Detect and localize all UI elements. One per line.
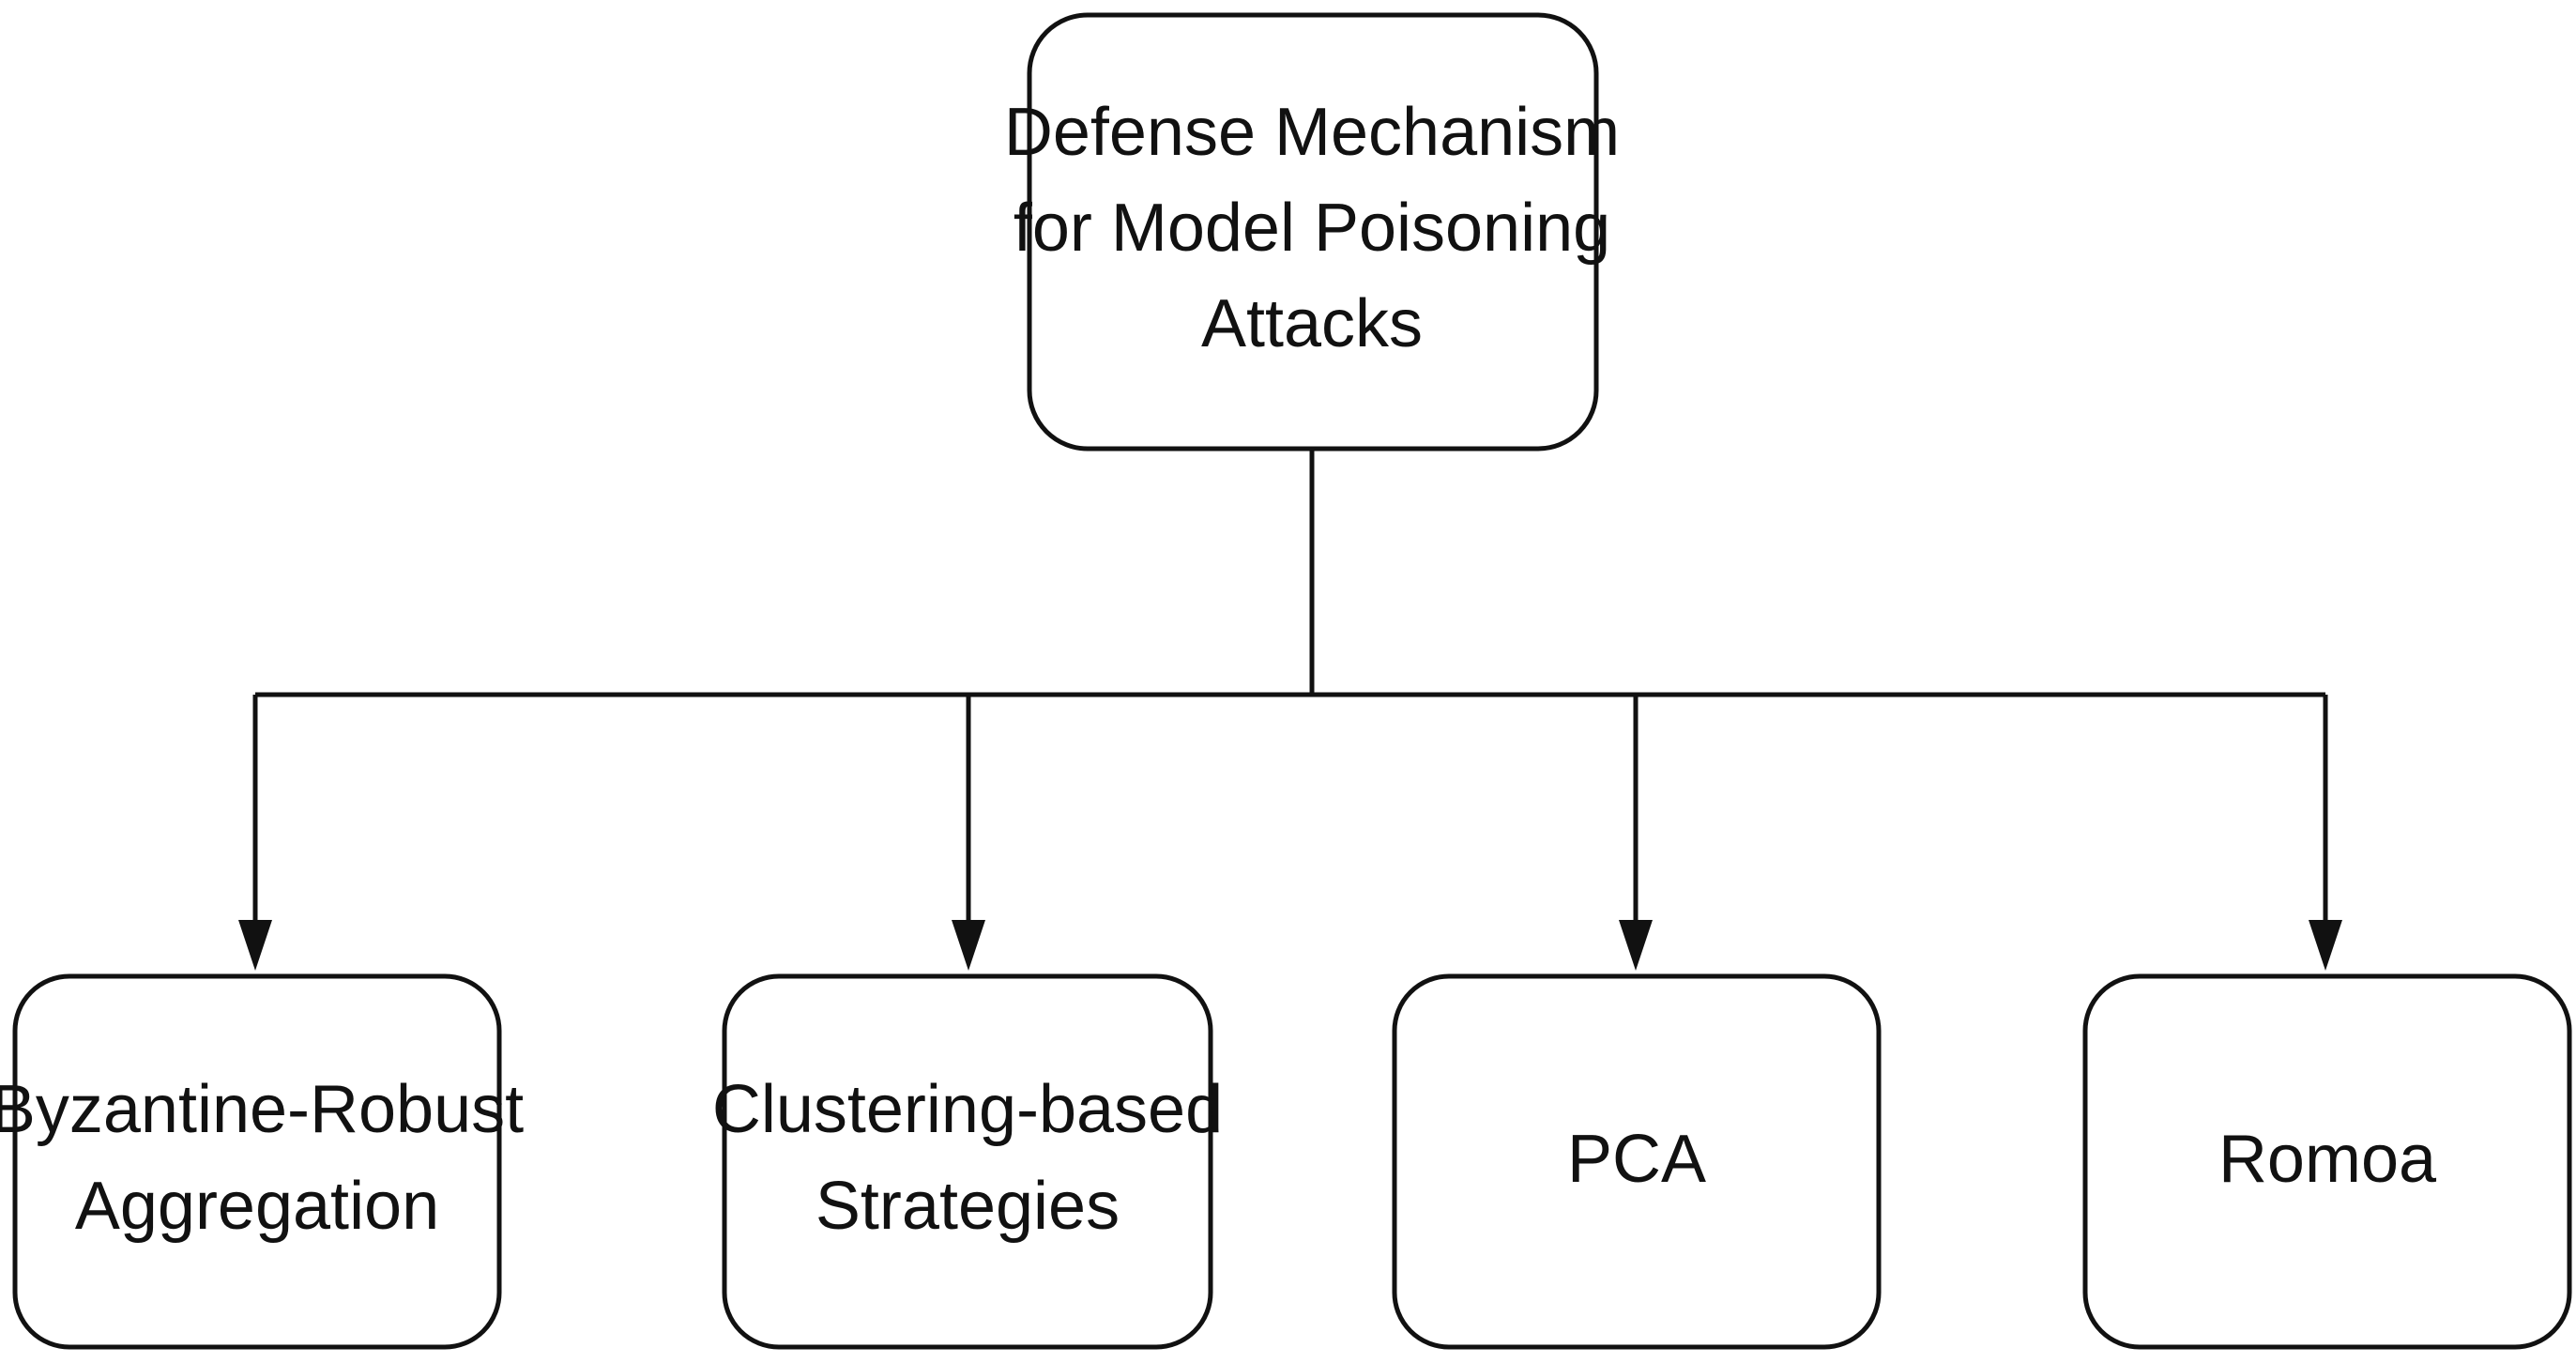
arrowhead-clustering [952,920,985,971]
arrowhead-byzantine [238,920,272,971]
child-node-romoa-line-1: Romoa [2218,1122,2437,1197]
root-node-line-3: Attacks [1201,286,1423,361]
child-node-pca-line-1: PCA [1567,1122,1706,1197]
child-node-clustering-line-1: Clustering-based [712,1072,1223,1147]
child-node-romoa-box [2082,973,2572,1350]
child-node-romoa: Romoa [2082,973,2572,1350]
child-node-byzantine-box [12,973,502,1350]
child-node-byzantine-line-1: Byzantine-Robust [0,1072,524,1147]
child-node-byzantine: Byzantine-Robust Aggregation [0,973,524,1350]
root-node: Defense Mechanism for Model Poisoning At… [1004,12,1620,452]
arrowheads [238,920,2342,971]
child-node-clustering-box [722,973,1213,1350]
root-node-line-1: Defense Mechanism [1004,95,1620,170]
root-node-box [1027,12,1599,452]
root-node-line-2: for Model Poisoning [1014,191,1610,266]
child-node-byzantine-line-2: Aggregation [75,1169,439,1244]
child-node-clustering-line-2: Strategies [815,1169,1120,1244]
child-node-pca: PCA [1392,973,1882,1350]
arrowhead-romoa [2309,920,2342,971]
arrowhead-pca [1619,920,1653,971]
connectors [252,449,2328,925]
child-node-pca-box [1392,973,1882,1350]
child-node-clustering: Clustering-based Strategies [712,973,1223,1350]
